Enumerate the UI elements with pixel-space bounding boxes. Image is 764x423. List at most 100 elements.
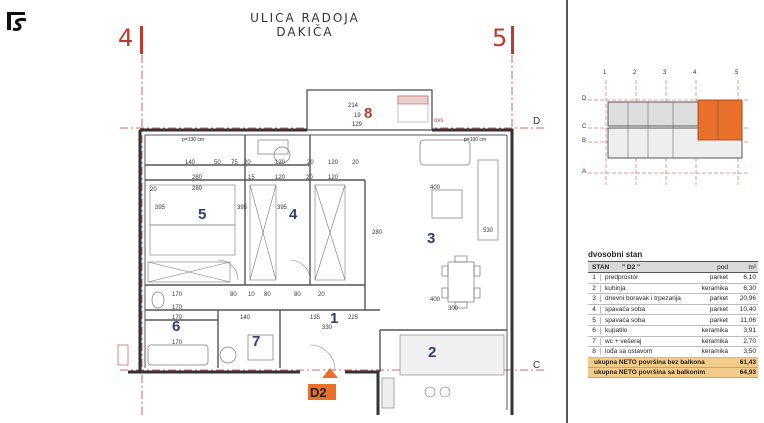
room-area: 6,10 bbox=[743, 274, 756, 282]
grid-axis-d: D bbox=[533, 116, 541, 127]
header-unit: " D2 " bbox=[622, 263, 641, 271]
room-name: wc + vešeraj bbox=[605, 337, 642, 345]
sum-label: ukupna NETO površina sa balkonim bbox=[594, 368, 706, 376]
room-area: 11,06 bbox=[740, 316, 756, 324]
dimension: 280 bbox=[192, 186, 203, 192]
key-plan-col-4: 4 bbox=[693, 70, 697, 76]
row-number: 6 bbox=[588, 327, 601, 335]
room-number-2: 2 bbox=[428, 344, 437, 361]
dimension: 170 bbox=[172, 292, 183, 298]
room-area: 2,70 bbox=[743, 337, 756, 345]
sum-label: ukupna NETO površina bez balkona bbox=[594, 358, 705, 366]
key-plan-col-1: 1 bbox=[603, 70, 607, 76]
room-name: lođa sa ostavom bbox=[605, 348, 653, 356]
area-table: dvosobni stan STAN " D2 " pod m² 1 predpr… bbox=[588, 250, 758, 378]
room-name: kuhinja bbox=[605, 284, 626, 292]
room-name: predprostor bbox=[605, 274, 639, 282]
panel-divider bbox=[566, 0, 568, 423]
floor-type: keramika bbox=[701, 284, 728, 292]
row-number: 7 bbox=[588, 337, 601, 345]
floor-type: keramika bbox=[701, 337, 728, 345]
floor-type: keramika bbox=[701, 327, 728, 335]
dimension: 530 bbox=[483, 228, 494, 234]
floor-type: parket bbox=[709, 295, 728, 303]
room-name: dnevni boravak i trpezarija bbox=[605, 295, 681, 303]
dimension: 280 bbox=[192, 175, 203, 181]
room-number-7: 7 bbox=[252, 333, 261, 350]
table-row: 3 dnevni boravak i trpezarija parket 20,96 bbox=[588, 294, 758, 305]
table-title: dvosobni stan bbox=[588, 250, 643, 259]
dimension: 395 bbox=[277, 205, 288, 211]
dimension: 75 bbox=[231, 160, 238, 166]
dimension: 129 bbox=[352, 122, 363, 128]
unit-label: D2 bbox=[310, 385, 327, 400]
row-number: 8 bbox=[588, 348, 601, 356]
grid-axis-4-bar bbox=[140, 26, 143, 54]
room-number-3: 3 bbox=[427, 230, 436, 247]
table-row: 8 lođa sa ostavom keramika 3,50 bbox=[588, 347, 758, 358]
room-area: 10,40 bbox=[739, 306, 756, 314]
header-pod: pod bbox=[717, 263, 728, 271]
table-row: 6 kupatilo keramika 3,91 bbox=[588, 326, 758, 337]
dimension: 135 bbox=[310, 315, 321, 321]
floor-type: parket bbox=[709, 306, 728, 314]
dimension: 19 bbox=[354, 113, 361, 119]
room-name: spavaća soba bbox=[605, 316, 646, 324]
dimension: 214 bbox=[348, 103, 359, 109]
dimension: 120 bbox=[275, 160, 286, 166]
dimension: 330 bbox=[322, 325, 333, 331]
sill-height-label-left: p=130 cm bbox=[182, 137, 205, 143]
key-plan bbox=[588, 80, 748, 185]
row-number: 2 bbox=[588, 284, 601, 292]
dimension: 10 bbox=[248, 292, 255, 298]
key-plan-row-d: D bbox=[582, 96, 587, 102]
table-header: STAN " D2 " pod m² bbox=[588, 261, 758, 273]
floor-type: parket bbox=[709, 274, 728, 282]
cs-logo-icon bbox=[7, 12, 27, 31]
floor-plan bbox=[117, 55, 545, 415]
room-area: 20,96 bbox=[739, 295, 756, 303]
room-name: kupatilo bbox=[605, 327, 628, 335]
row-number: 1 bbox=[588, 274, 601, 282]
dimension: 120 bbox=[275, 175, 286, 181]
dimension: 400 bbox=[430, 297, 441, 303]
dimension: 20 bbox=[352, 160, 359, 166]
grid-axis-4: 4 bbox=[118, 24, 134, 52]
floor-type: keramika bbox=[701, 348, 728, 356]
dimension: 140 bbox=[185, 160, 196, 166]
dimension: 80 bbox=[230, 292, 237, 298]
grid-axis-c: C bbox=[533, 360, 541, 371]
header-stan: STAN bbox=[592, 263, 610, 271]
room-area: 3,91 bbox=[743, 327, 756, 335]
dimension: 15 bbox=[248, 175, 255, 181]
row-number: 3 bbox=[588, 295, 601, 303]
header-m2: m² bbox=[748, 263, 756, 271]
dimension: 400 bbox=[430, 185, 441, 191]
dimension: 225 bbox=[348, 315, 359, 321]
room-number-1: 1 bbox=[330, 310, 339, 327]
sum-row: ukupna NETO površina sa balkonim 64,93 bbox=[588, 367, 758, 378]
key-plan-col-5: 5 bbox=[735, 70, 739, 76]
dimension: 300 bbox=[448, 306, 459, 312]
sill-height-label: p=100 cm bbox=[464, 137, 487, 143]
room-number-8: 8 bbox=[364, 105, 373, 122]
sum-value: 64,93 bbox=[739, 368, 756, 376]
dimension: 140 bbox=[240, 315, 251, 321]
sum-value: 61,43 bbox=[739, 358, 756, 366]
dimension: 50 bbox=[214, 160, 221, 166]
room-area: 3,50 bbox=[743, 348, 756, 356]
floor-type: parket bbox=[709, 316, 728, 324]
room-area: 6,30 bbox=[743, 284, 756, 292]
key-plan-row-a: A bbox=[582, 169, 587, 175]
dimension: 80 bbox=[294, 292, 301, 298]
sum-row: ukupna NETO površina bez balkona 61,43 bbox=[588, 357, 758, 368]
key-plan-col-3: 3 bbox=[663, 70, 667, 76]
dimension: 395 bbox=[155, 205, 166, 211]
key-plan-row-b: B bbox=[582, 138, 587, 144]
dimension: 170 bbox=[172, 340, 183, 346]
dimension: 170 bbox=[172, 315, 183, 321]
ovs-label: ovs bbox=[434, 118, 444, 124]
dimension: 20 bbox=[318, 292, 325, 298]
